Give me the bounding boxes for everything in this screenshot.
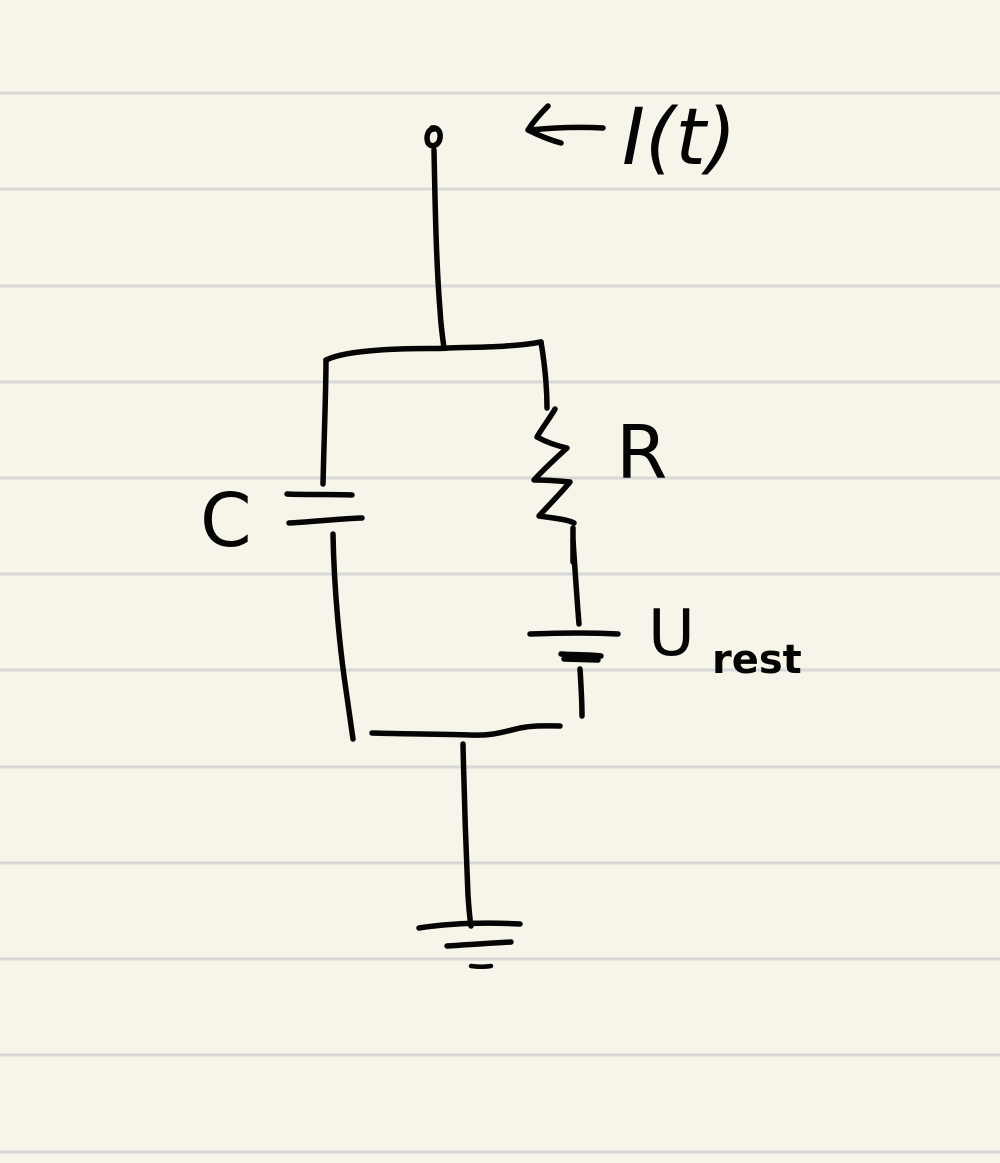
ground-wire <box>460 741 474 929</box>
resistor-zigzag <box>531 406 577 526</box>
resistor-label: R <box>616 410 667 496</box>
current-label: I(t) <box>622 93 736 183</box>
capacitor-plate-top <box>284 491 355 498</box>
source-label-main: U <box>648 597 695 671</box>
source-label-sub: rest <box>712 637 802 683</box>
ruled-lines <box>0 91 1000 1154</box>
source-plate-short <box>558 651 604 659</box>
top-node-wire <box>323 339 544 363</box>
capacitor-plate-bottom <box>286 515 365 526</box>
capacitor-branch <box>284 357 365 742</box>
bottom-node-wire <box>369 723 563 738</box>
ground-icon <box>416 920 523 969</box>
top-wire <box>431 147 447 351</box>
source-plate-long <box>527 630 621 637</box>
resistor-branch <box>527 339 621 719</box>
input-terminal <box>424 125 443 149</box>
capacitor-label: C <box>200 478 252 564</box>
current-arrow <box>525 103 606 146</box>
